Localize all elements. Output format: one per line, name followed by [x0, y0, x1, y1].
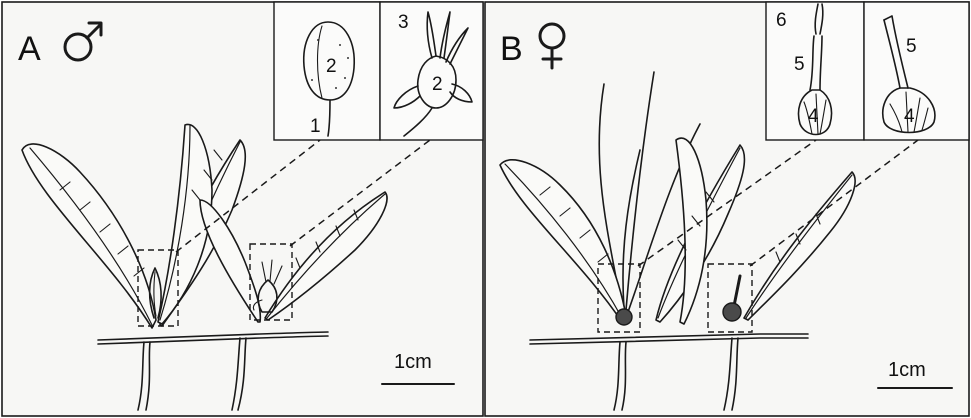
panel-a-leaves: [21, 123, 388, 329]
selection-box-female-b: [707, 263, 753, 333]
male-symbol-icon: [63, 21, 103, 62]
female-symbol-icon: [538, 22, 566, 70]
selection-box-female-a: [597, 263, 641, 333]
inset-a1-drawing: [303, 21, 355, 137]
panel-a-rhizome: [97, 331, 329, 411]
male-inflorescence-open: [252, 259, 283, 313]
leaf: [499, 159, 627, 323]
selection-box-open: [249, 243, 293, 321]
leaf: [157, 123, 213, 325]
leaf: [264, 191, 388, 321]
panel-b-rhizome: [529, 333, 809, 411]
female-flower: [722, 302, 742, 322]
leader-line: [637, 139, 817, 267]
male-inflorescence-bud: [148, 267, 162, 319]
panel-b: B: [484, 1, 970, 417]
leaf: [21, 143, 157, 329]
leaf: [675, 137, 708, 325]
selection-box-bud: [137, 249, 179, 327]
panel-a: A: [1, 1, 484, 417]
inset-label: 2: [326, 56, 337, 77]
inset-b2-drawing: [882, 15, 936, 134]
inset-label: 4: [808, 106, 819, 127]
female-flower: [615, 308, 633, 326]
inset-a2-drawing: [393, 11, 473, 137]
inset-a2-frame: [379, 1, 484, 141]
leaf: [743, 171, 856, 321]
leader-line: [289, 139, 431, 247]
scale-bar-label-b: 1cm: [888, 359, 926, 381]
inset-b1-drawing: [797, 3, 833, 136]
inset-label: 1: [310, 116, 321, 137]
inset-label: 6: [776, 10, 787, 31]
leader-line: [749, 139, 919, 267]
inset-label: 2: [432, 74, 443, 95]
inset-label: 5: [794, 54, 805, 75]
leaf: [199, 199, 262, 323]
panel-a-letter: A: [18, 30, 41, 68]
inset-label: 4: [904, 106, 915, 127]
inset-label: 5: [906, 36, 917, 57]
panel-b-leaves: [499, 137, 856, 325]
panel-b-letter: B: [500, 30, 523, 68]
leader-line: [175, 139, 321, 253]
inset-a1-frame: [273, 1, 381, 141]
inset-label: 3: [398, 12, 409, 33]
scale-bar-label-a: 1cm: [394, 351, 432, 373]
